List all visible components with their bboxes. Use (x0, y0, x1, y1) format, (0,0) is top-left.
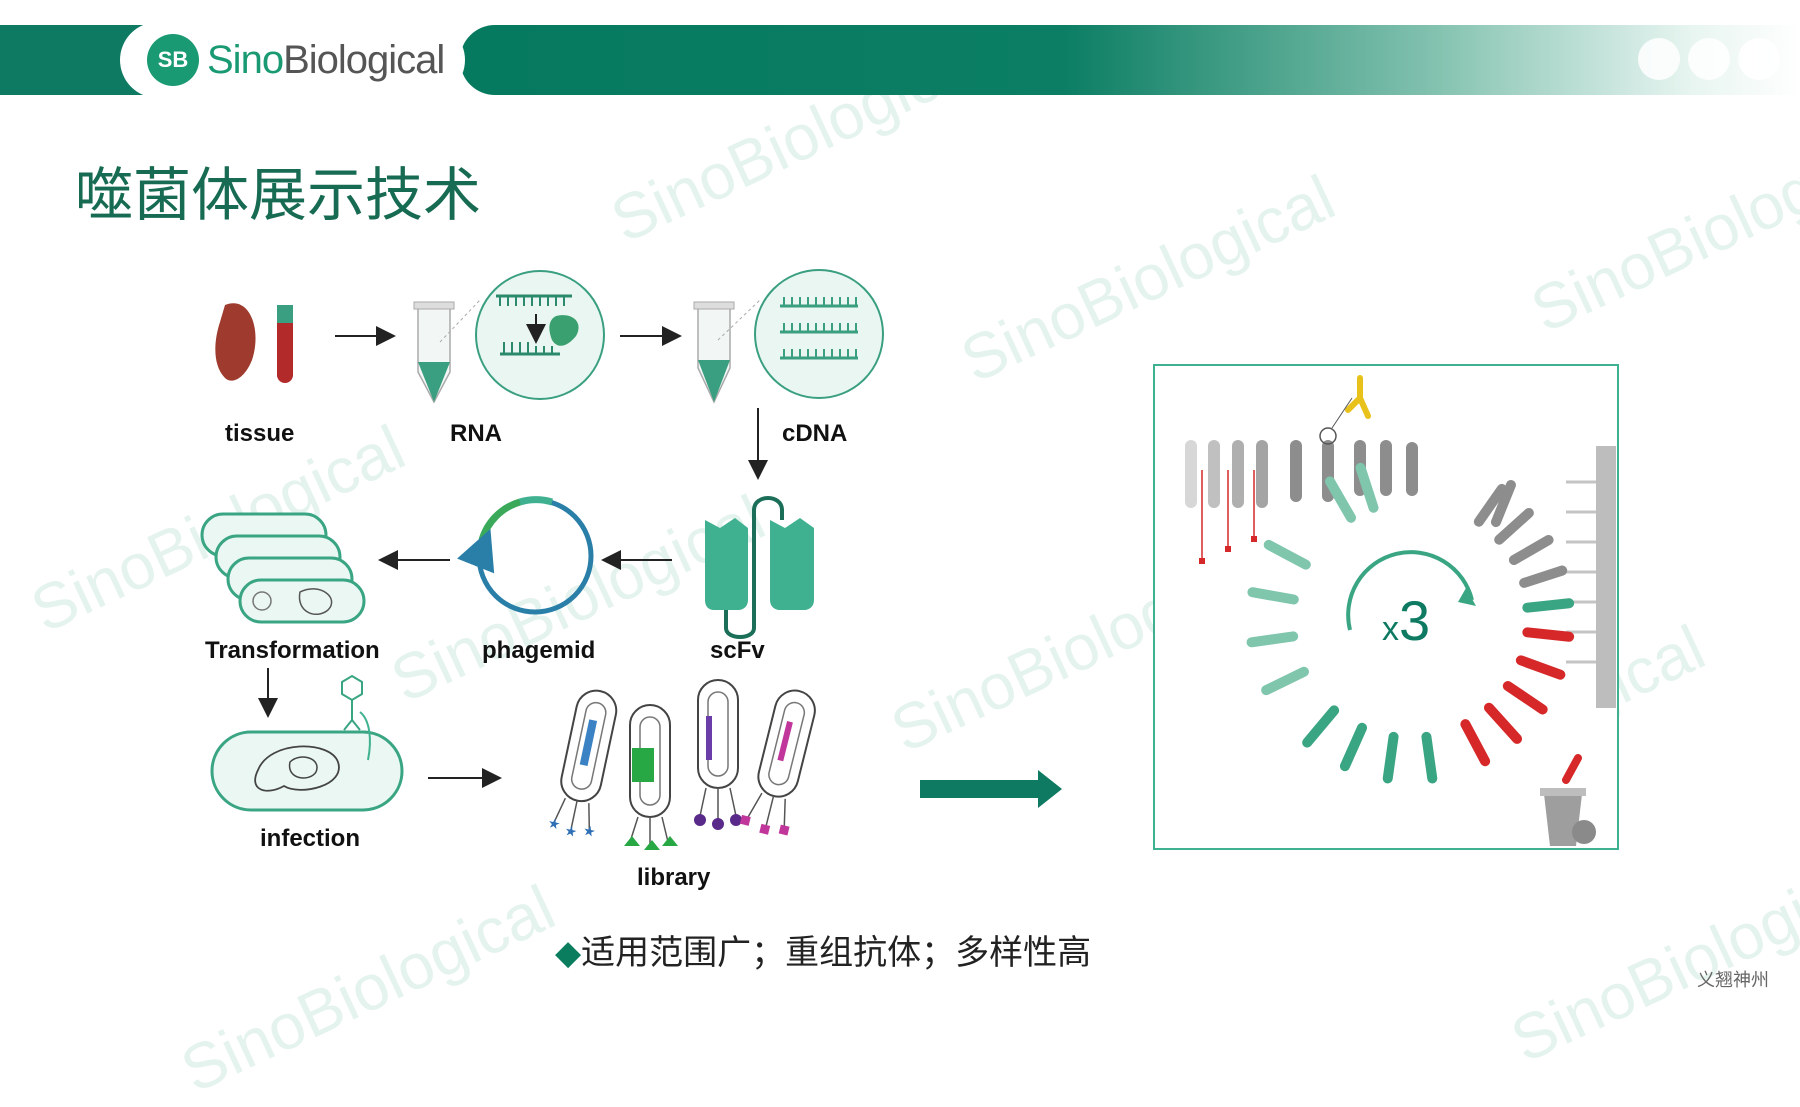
cycles-number: 3 (1399, 589, 1431, 652)
label-scfv: scFv (710, 637, 765, 664)
label-infection: infection (260, 825, 360, 852)
scfv-icon (705, 496, 814, 639)
infection-cell-icon (210, 730, 404, 812)
trash-can-icon (1540, 754, 1596, 846)
header-banner (460, 25, 1800, 95)
logo-wordmark: SinoBiological (207, 38, 445, 83)
label-tissue: tissue (225, 420, 295, 447)
target-antigen-icon (1345, 375, 1371, 419)
page-title: 噬菌体展示技术 (75, 161, 482, 229)
label-rna: RNA (450, 420, 502, 447)
label-phagemid: phagemid (482, 637, 596, 664)
big-arrow-to-panning (920, 770, 1062, 808)
corner-note: 义翘神州 (1697, 970, 1769, 991)
cycles-prefix: x (1382, 610, 1399, 648)
feature-bullet: ◆适用范围广；重组抗体；多样性高 (555, 925, 1091, 974)
decor-dot (1688, 38, 1730, 80)
library-phage: ★ ★ ★ (546, 689, 618, 841)
logo-badge: SB (147, 34, 199, 86)
svg-text:★: ★ (581, 823, 597, 841)
bullet-diamond-icon: ◆ (555, 933, 582, 973)
library-phage (739, 689, 816, 836)
phage-display-diagram: ★ ★ ★ (200, 269, 1619, 850)
cdna-tube-icon (693, 301, 735, 404)
biopanning-panel (1153, 364, 1619, 850)
panning-cycles-label: x3 (1382, 588, 1430, 653)
logo-sino: Sino (207, 38, 284, 82)
logo-biological: Biological (283, 38, 445, 82)
rna-tube-icon (413, 301, 455, 404)
label-library: library (637, 864, 711, 891)
tissue-icon (215, 303, 293, 383)
svg-text:★: ★ (563, 823, 579, 841)
decor-dot (1638, 38, 1680, 80)
label-cdna: cDNA (782, 420, 848, 447)
bullet-text: 适用范围广；重组抗体；多样性高 (581, 933, 1092, 973)
cdna-zoom-circle (754, 269, 884, 399)
library-phage (694, 679, 742, 830)
rna-zoom-circle (475, 270, 605, 400)
library-phage (624, 704, 678, 850)
transformation-plates-icon (200, 512, 366, 624)
svg-text:★: ★ (546, 815, 562, 833)
label-transformation: Transformation (205, 637, 380, 664)
phagemid-plasmid-icon (457, 496, 594, 615)
decor-dot (1738, 38, 1780, 80)
phage-particle-icon (341, 674, 371, 761)
